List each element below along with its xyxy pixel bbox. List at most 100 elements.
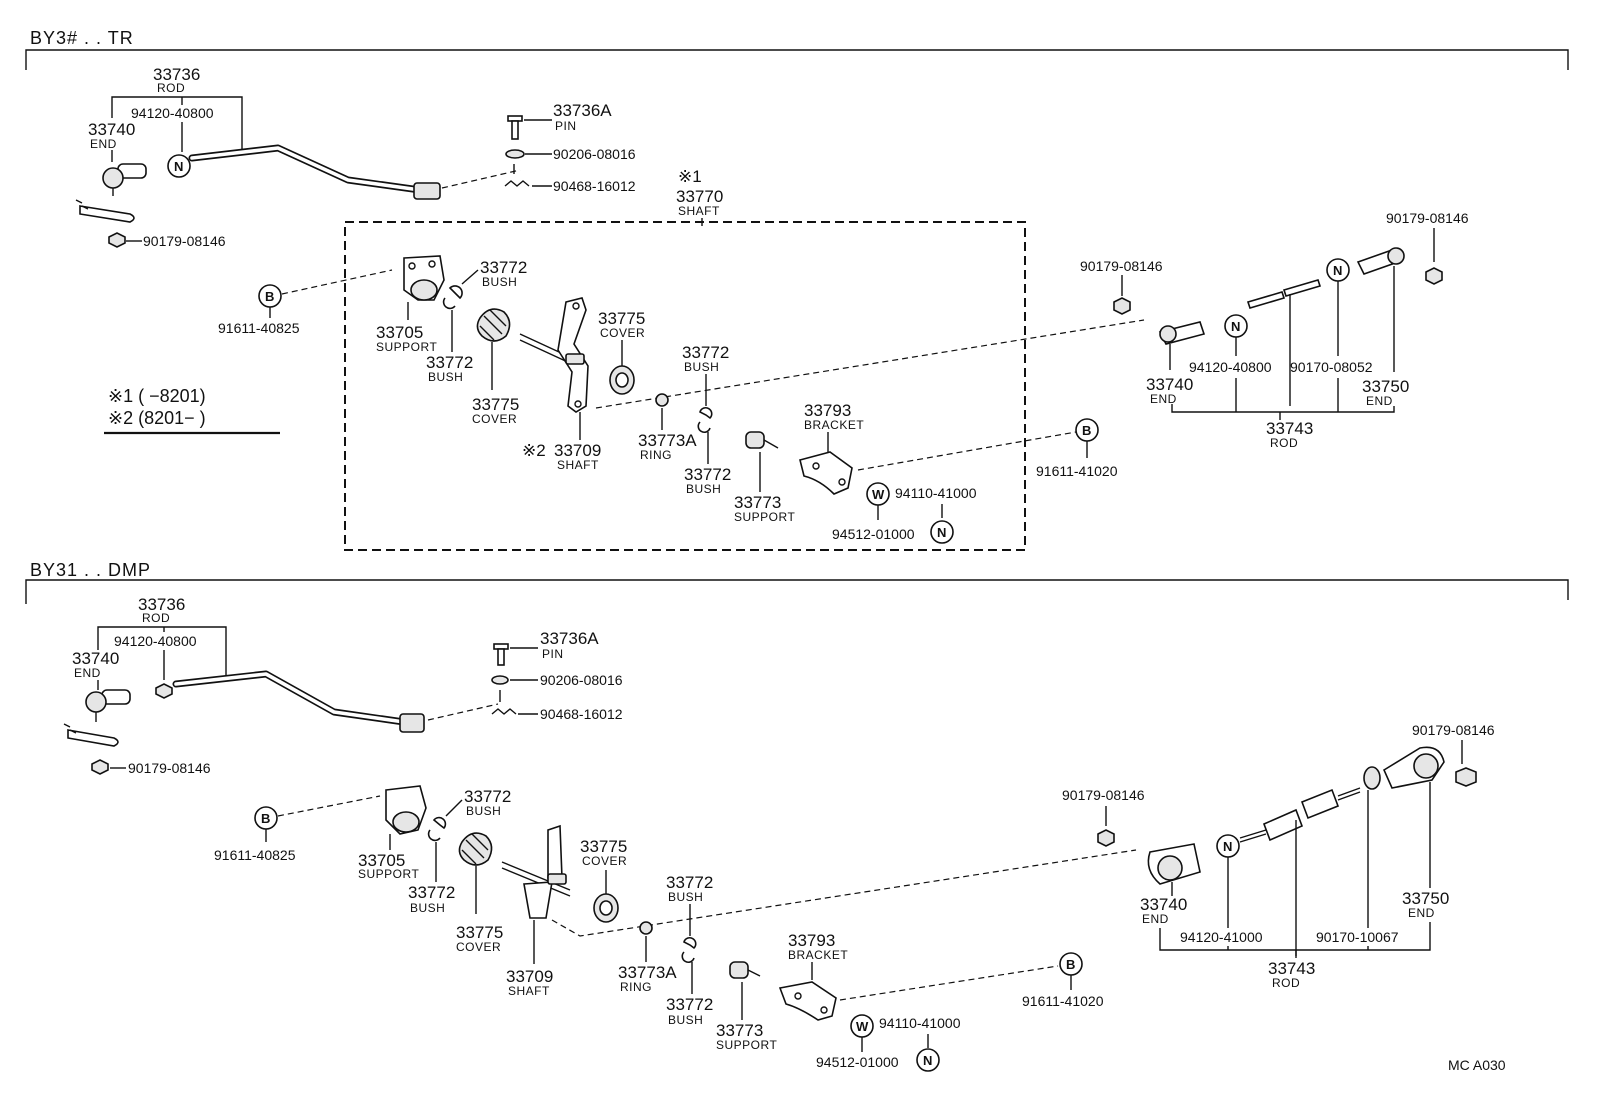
part-number: 90206-08016	[553, 146, 636, 162]
part-number: 33736	[153, 65, 200, 84]
part-number: 33793	[804, 401, 851, 420]
ball-joint-icon	[85, 691, 107, 713]
n-mark-label: N	[1231, 319, 1240, 334]
part-number: 90179-08146	[143, 233, 226, 249]
shaft-assembly-box	[344, 221, 1026, 551]
bush-icon	[697, 421, 711, 434]
rubber-support-icon	[745, 431, 765, 449]
n-mark-label: N	[1223, 839, 1232, 854]
w-mark-label: W	[872, 487, 885, 502]
part-name: BUSH	[668, 1013, 703, 1027]
part-number: 90179-08146	[128, 760, 211, 776]
bracket-group: 33793 BRACKET B 91611-41020	[799, 401, 1118, 495]
bracket-group: 33793 BRACKET B 91611-41020	[778, 931, 1104, 1021]
part-number: 33773	[716, 1021, 763, 1040]
part-name: SHAFT	[508, 984, 550, 998]
diagram-code: MC A030	[1448, 1057, 1506, 1073]
b-mark-label: B	[1082, 423, 1091, 438]
part-number: 90179-08146	[1412, 722, 1495, 738]
ring-group: 33773A RING	[638, 393, 697, 462]
rod-section-icon	[1282, 279, 1322, 297]
rubber-support-icon	[729, 961, 749, 979]
part-name: COVER	[600, 326, 645, 340]
part-number: 94512-01000	[816, 1054, 899, 1070]
ball-joint-icon	[1413, 753, 1439, 779]
part-number: 90468-16012	[540, 706, 623, 722]
nut-icon	[1425, 267, 1443, 285]
w-mark-label: W	[856, 1019, 869, 1034]
bush-a-group: 33772 BUSH	[448, 258, 527, 300]
ring-icon	[639, 921, 653, 935]
part-name: END	[90, 137, 117, 151]
bush-icon	[448, 285, 463, 300]
ring-icon	[655, 393, 669, 407]
clip-icon	[504, 180, 530, 187]
bracket-icon	[799, 451, 853, 495]
part-number: 33750	[1402, 889, 1449, 908]
part-number: 91611-40825	[214, 847, 296, 863]
part-number: 90206-08016	[540, 672, 623, 688]
part-number: 33740	[1146, 375, 1193, 394]
shaft-icon	[501, 861, 571, 891]
part-number: 33740	[1140, 895, 1187, 914]
part-number: 33740	[72, 649, 119, 668]
shift-lever-icon	[547, 824, 563, 879]
pin-group: 33736A PIN 90206-08016 90468-16012	[504, 101, 636, 194]
washer-icon	[491, 675, 509, 685]
rear-rod-group: 90179-08146 90179-08146 33740 END N 9412…	[1062, 722, 1495, 990]
lock-nut-icon	[1363, 766, 1381, 790]
part-number: 33772	[464, 787, 511, 806]
part-name: END	[1142, 912, 1169, 926]
part-name: COVER	[582, 854, 627, 868]
part-number: 94120-40800	[1189, 359, 1272, 375]
n-mark-icon	[930, 520, 954, 544]
part-number: 94110-41000	[879, 1015, 961, 1031]
part-number: 33772	[666, 873, 713, 892]
legend-line: ※2 (8201− )	[108, 408, 206, 428]
part-number: 33770	[676, 187, 723, 206]
clip-icon	[491, 708, 517, 715]
b-mark-label: B	[261, 811, 270, 826]
part-number: 33773A	[618, 963, 677, 982]
part-name: END	[74, 666, 101, 680]
bush-a-group: 33772 BUSH	[432, 787, 511, 830]
part-number: 91611-40825	[218, 320, 300, 336]
part-number: 33709	[554, 441, 601, 460]
part-number: 33705	[376, 323, 423, 342]
part-name: BUSH	[684, 360, 719, 374]
part-number: 33743	[1266, 419, 1313, 438]
footnote-mark: ※1	[678, 167, 702, 186]
part-number: 90170-10067	[1316, 929, 1399, 945]
ring-group: 33773A RING	[618, 921, 677, 994]
nut-icon	[108, 232, 126, 248]
rear-rod-group: 90179-08146 90179-08146 33740 END N 9412…	[1080, 210, 1469, 450]
part-number: 33705	[358, 851, 405, 870]
cover-a-group: 33775 COVER	[456, 832, 503, 954]
plate-icon	[79, 205, 135, 223]
part-number: 33740	[88, 120, 135, 139]
support-group: B 91611-40825 33705 SUPPORT	[218, 255, 445, 354]
ball-joint-icon	[102, 167, 124, 189]
part-name: BUSH	[668, 890, 703, 904]
part-name: COVER	[472, 412, 517, 426]
part-number: 33736A	[540, 629, 599, 648]
front-rod-group: 33736 ROD 94120-40800 N 33740 END 90179-…	[75, 65, 521, 249]
bush-b-group: 33772 BUSH	[408, 829, 455, 915]
part-number: 33793	[788, 931, 835, 950]
bush-icon	[699, 406, 713, 420]
bush-icon	[432, 816, 447, 830]
cover-b-group: 33775 COVER	[580, 837, 627, 923]
part-number: 33743	[1268, 959, 1315, 978]
ball-joint-icon	[1159, 325, 1177, 343]
shaft-group: 33709 SHAFT	[501, 824, 1137, 998]
part-number: 90170-08052	[1290, 359, 1373, 375]
part-name: BRACKET	[804, 418, 864, 432]
part-name: BRACKET	[788, 948, 848, 962]
part-number: 91611-41020	[1036, 463, 1118, 479]
part-number: 33772	[666, 995, 713, 1014]
plate-icon	[67, 729, 119, 747]
part-name: BUSH	[482, 275, 517, 289]
part-name: ROD	[1272, 976, 1300, 990]
bush-icon	[442, 297, 456, 310]
bush-b-group: 33772 BUSH	[426, 297, 473, 384]
